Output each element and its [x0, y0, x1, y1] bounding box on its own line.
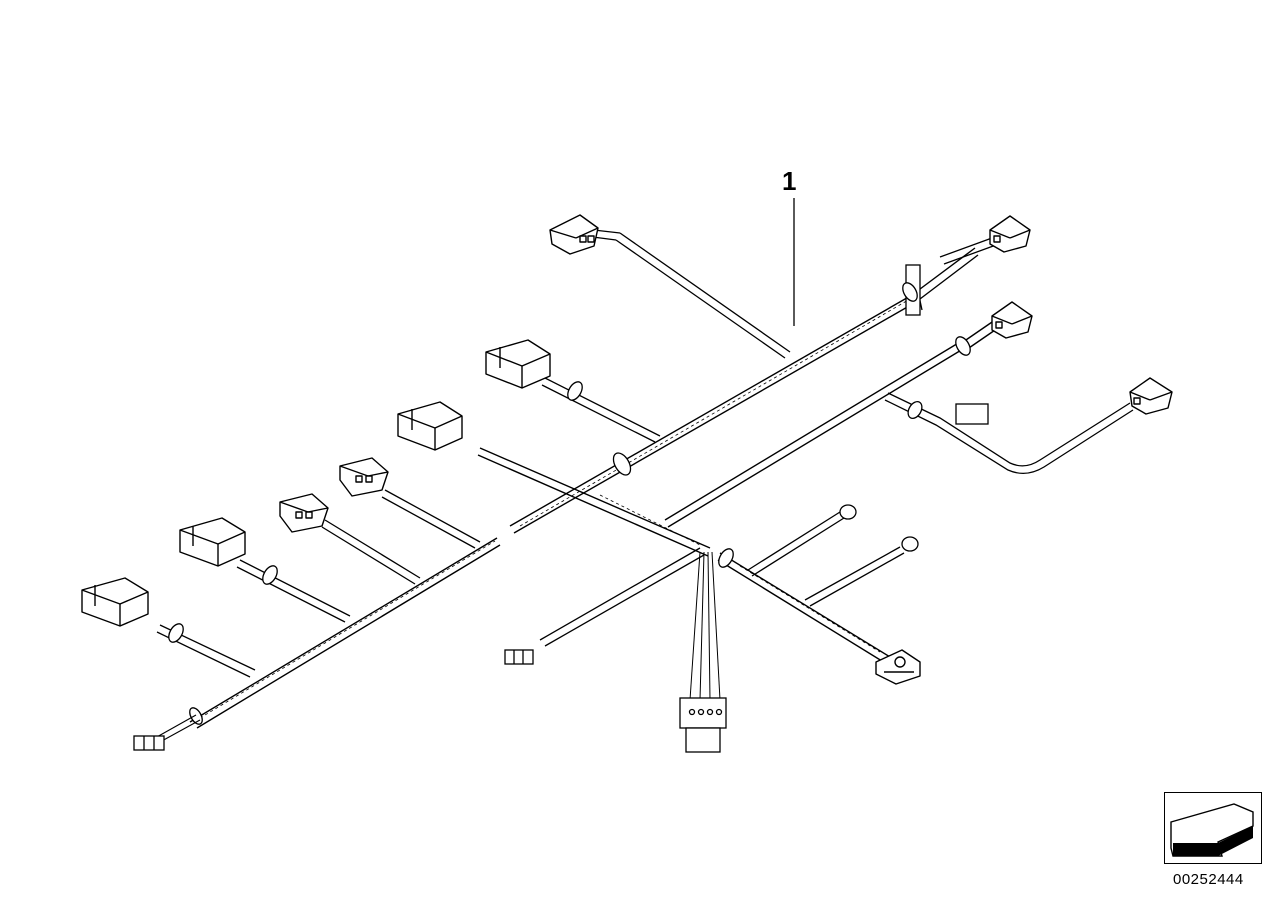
lower-center-connector	[504, 649, 534, 665]
connector-left-2	[179, 517, 246, 567]
lower-center-lead	[539, 547, 705, 647]
bottom-left-connector	[133, 735, 165, 751]
sensor-wires	[689, 551, 721, 701]
grommets	[168, 282, 971, 725]
connector-top-left	[549, 214, 599, 255]
diagram-reference-number: 00252444	[1173, 871, 1244, 888]
connector-left-6	[485, 339, 551, 389]
sensor-bulbs	[839, 504, 919, 552]
main-trunk-cable	[189, 247, 979, 729]
part-callout-number: 1	[782, 166, 797, 196]
connector-left-5	[397, 401, 463, 451]
sensor-leads-right	[747, 511, 905, 607]
connector-right-upper	[991, 301, 1033, 339]
connector-housings	[81, 214, 1173, 685]
connector-left-1	[81, 577, 149, 627]
connector-top-right	[989, 215, 1031, 253]
top-branch-cable	[584, 228, 791, 359]
right-bend-cable	[884, 392, 1134, 474]
connector-bottom-right	[875, 649, 921, 685]
connector-left-3	[279, 493, 329, 533]
right-side-plug	[955, 403, 989, 425]
lower-left-lead	[154, 714, 201, 743]
connector-left-4	[339, 457, 389, 497]
arrow-icon	[1170, 803, 1254, 857]
secondary-trunk-cable	[664, 319, 999, 528]
bottom-multipin-connector	[679, 697, 727, 753]
left-branch-cables	[156, 377, 661, 678]
connector-right-far	[1129, 377, 1173, 415]
diagonal-branch-cable	[477, 447, 896, 667]
